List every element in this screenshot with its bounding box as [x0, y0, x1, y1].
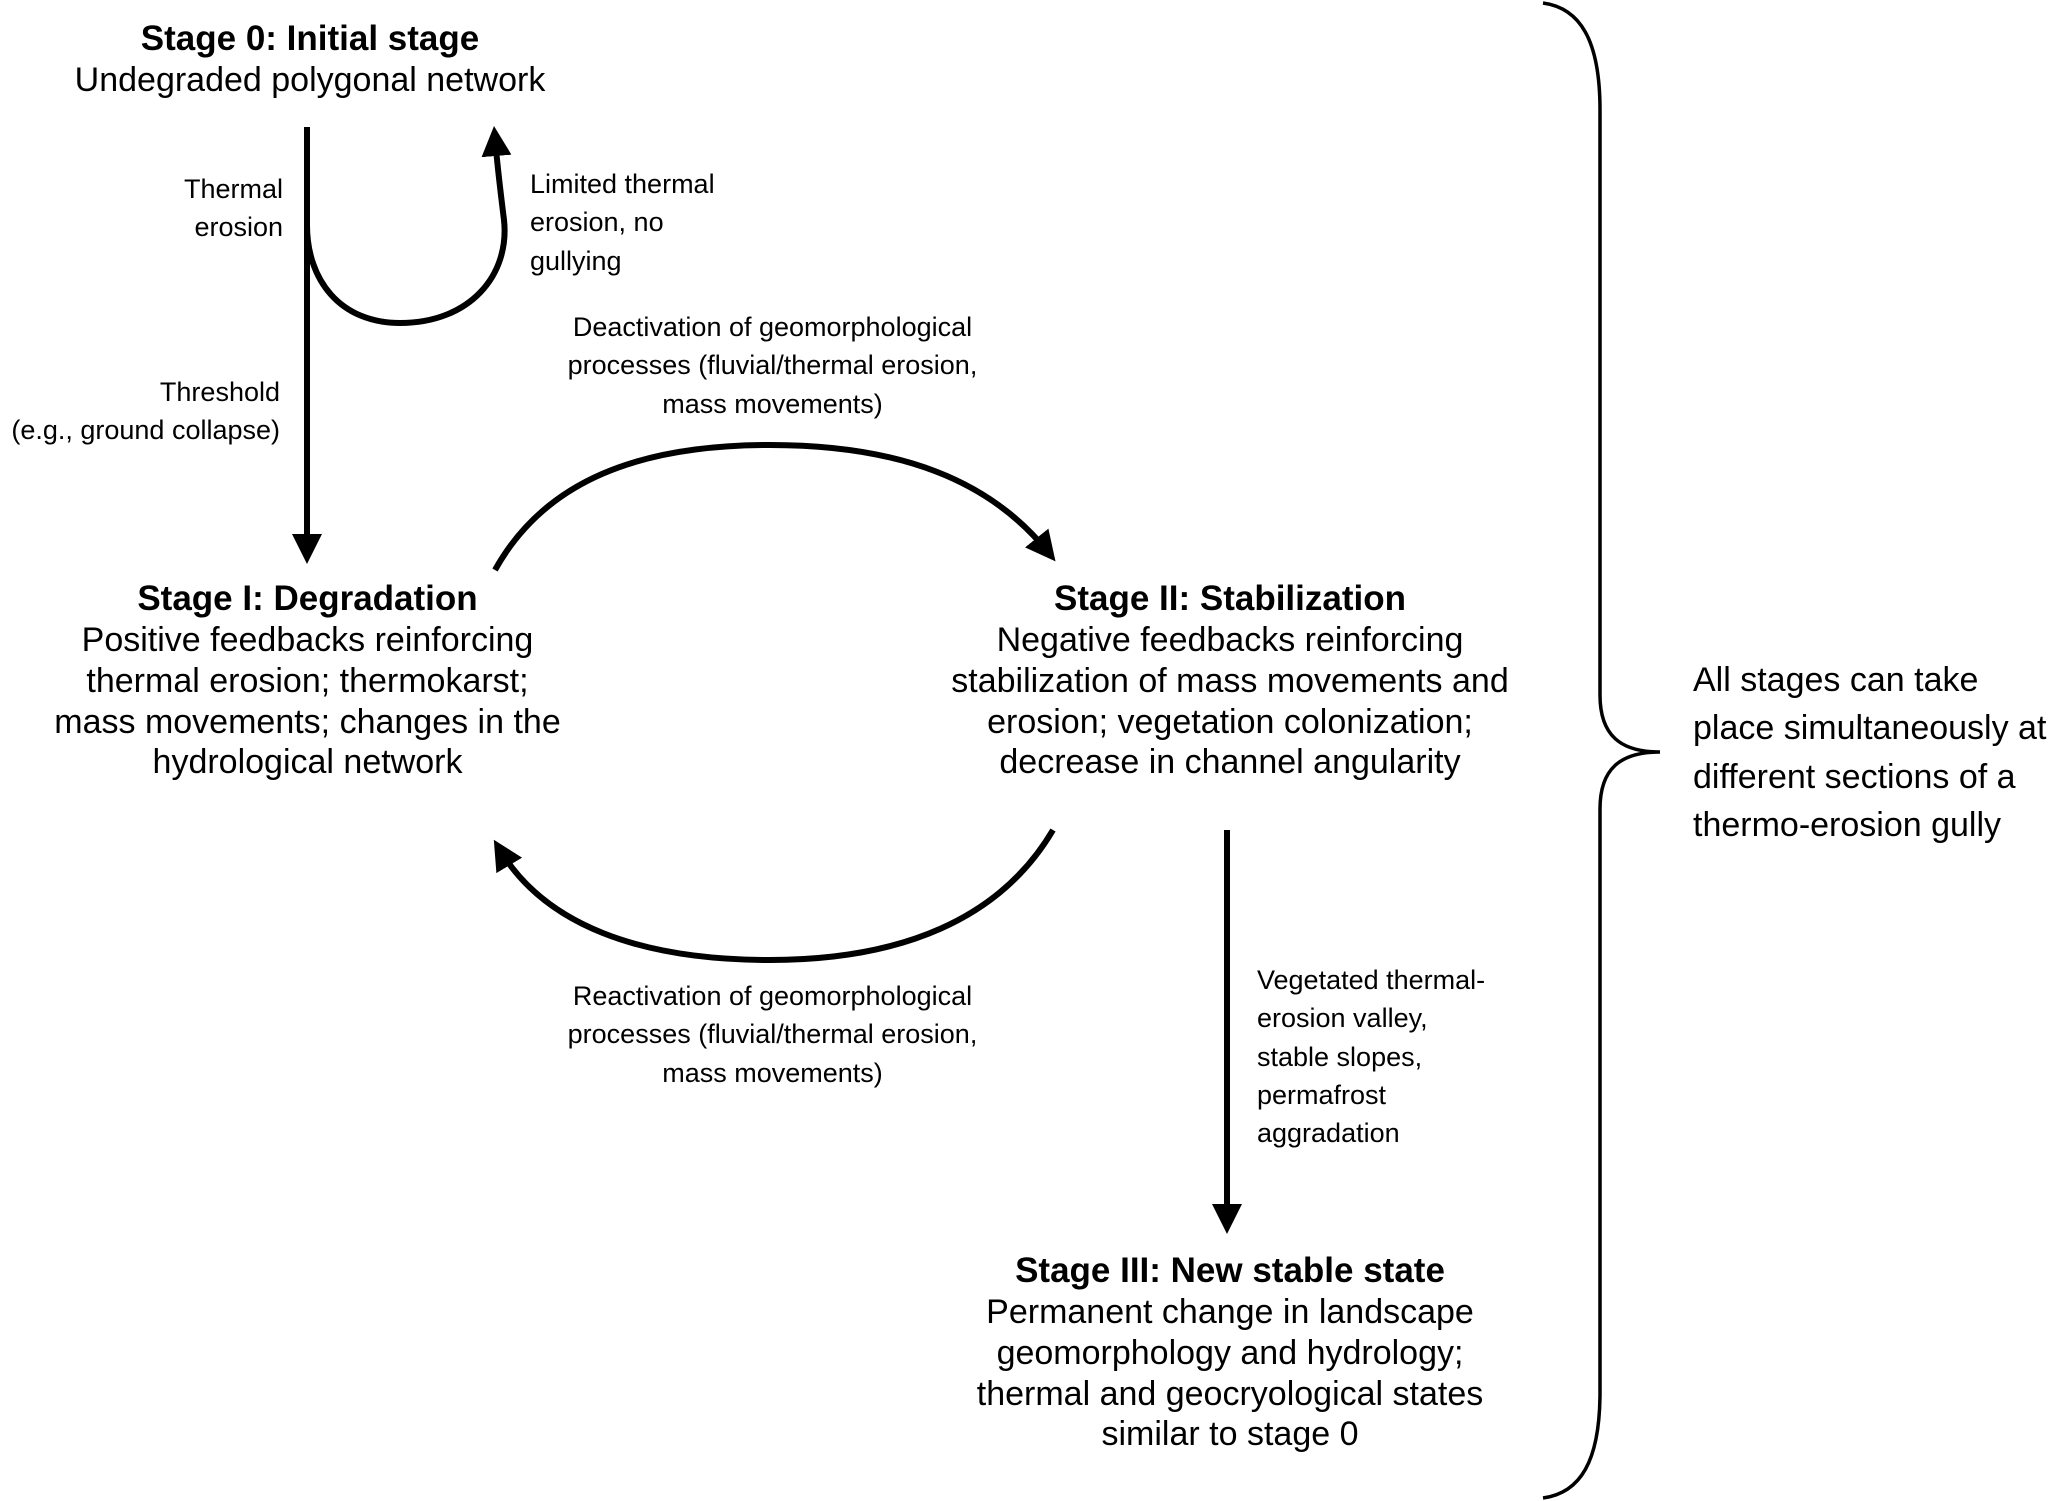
label-line: Reactivation of geomorphological	[572, 981, 973, 1011]
stage3-desc-line: thermal and geocryological states	[976, 1374, 1484, 1413]
stage1-desc-line: mass movements; changes in the	[54, 702, 561, 741]
thermal-erosion-label: Thermal erosion	[130, 170, 283, 247]
label-line: Thermal	[183, 174, 283, 204]
stage2-desc-line: erosion; vegetation colonization;	[987, 702, 1473, 741]
stage2-title: Stage II: Stabilization	[1054, 579, 1406, 618]
deactivation-label: Deactivation of geomorphological process…	[540, 308, 1005, 423]
reactivation-label: Reactivation of geomorphological process…	[540, 977, 1005, 1092]
stage2-desc-line: decrease in channel angularity	[999, 743, 1461, 782]
stage1-title: Stage I: Degradation	[137, 579, 478, 618]
side-note-line: place simultaneously at	[1693, 709, 2047, 748]
label-line: erosion	[194, 212, 283, 243]
label-line: stable slopes,	[1257, 1041, 1423, 1072]
vegetated-valley-label: Vegetated thermal- erosion valley, stabl…	[1257, 961, 1527, 1153]
stage2-desc-line: Negative feedbacks reinforcing	[996, 621, 1464, 659]
stage0-box: Stage 0: Initial stage Undegraded polygo…	[20, 18, 600, 101]
label-line: Vegetated thermal-	[1257, 965, 1486, 995]
limited-erosion-label: Limited thermal erosion, no gullying	[530, 165, 770, 280]
stage0-title: Stage 0: Initial stage	[140, 19, 480, 58]
label-line: processes (fluvial/thermal erosion,	[567, 350, 978, 381]
label-line: aggradation	[1257, 1118, 1400, 1149]
side-note: All stages can take place simultaneously…	[1693, 656, 2065, 849]
side-note-line: thermo-erosion gully	[1693, 805, 2002, 844]
label-line: processes (fluvial/thermal erosion,	[567, 1019, 978, 1050]
reactivation-arc-arrow	[493, 828, 1056, 964]
label-line: permafrost	[1257, 1079, 1387, 1110]
label-line: Threshold	[159, 377, 280, 407]
label-line: mass movements)	[662, 1057, 883, 1088]
side-note-line: All stages can take	[1693, 661, 1979, 699]
threshold-label: Threshold (e.g., ground collapse)	[0, 373, 280, 450]
stage1-box: Stage I: Degradation Positive feedbacks …	[20, 578, 595, 783]
limited-erosion-loop-arrow	[304, 126, 512, 327]
deactivation-arc-arrow	[492, 441, 1056, 572]
label-line: erosion valley,	[1257, 1003, 1428, 1034]
stage1-desc-line: Positive feedbacks reinforcing	[81, 621, 534, 659]
stage2-box: Stage II: Stabilization Negative feedbac…	[910, 578, 1550, 783]
stage0-desc-line: Undegraded polygonal network	[74, 61, 546, 99]
label-line: Deactivation of geomorphological	[572, 312, 973, 342]
stage3-desc-line: similar to stage 0	[1101, 1415, 1359, 1454]
side-note-line: different sections of a	[1693, 757, 2016, 796]
label-line: (e.g., ground collapse)	[11, 415, 280, 446]
label-line: Limited thermal	[530, 169, 715, 199]
label-line: mass movements)	[662, 388, 883, 419]
stage1-desc-line: thermal erosion; thermokarst;	[86, 661, 529, 700]
stage1-desc-line: hydrological network	[152, 743, 463, 782]
label-line: erosion, no	[530, 207, 664, 238]
label-line: gullying	[530, 245, 622, 276]
stages-brace	[1542, 1, 1661, 1500]
stage2-desc-line: stabilization of mass movements and	[951, 661, 1509, 700]
stage3-desc-line: geomorphology and hydrology;	[996, 1333, 1464, 1372]
stage3-box: Stage III: New stable state Permanent ch…	[920, 1250, 1540, 1455]
stage3-desc-line: Permanent change in landscape	[986, 1293, 1474, 1331]
stage3-title: Stage III: New stable state	[1015, 1251, 1445, 1290]
